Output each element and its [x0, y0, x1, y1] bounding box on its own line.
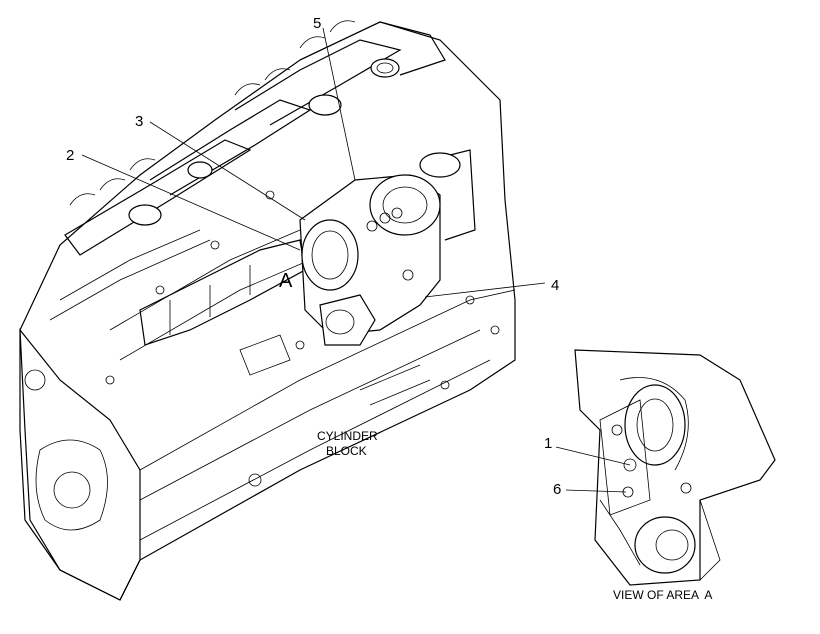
callout-6: 6 — [553, 481, 561, 498]
callout-1: 1 — [544, 435, 552, 452]
view-of-area-a-caption: VIEW OF AREA A — [613, 588, 712, 602]
callout-4: 4 — [551, 277, 559, 294]
callout-3: 3 — [135, 113, 143, 130]
cylinder-block-label-line1: CYLINDER — [317, 429, 378, 443]
cylinder-block-label-line2: BLOCK — [326, 444, 367, 458]
turbocharger — [299, 149, 476, 346]
engine-block-drawing — [19, 20, 516, 601]
callout-5: 5 — [313, 15, 321, 32]
callout-2: 2 — [66, 147, 74, 164]
detail-leader-lines — [555, 446, 631, 493]
area-a-detail-drawing — [574, 349, 776, 586]
area-a-marker: A — [279, 270, 293, 292]
leader-lines — [81, 27, 546, 298]
